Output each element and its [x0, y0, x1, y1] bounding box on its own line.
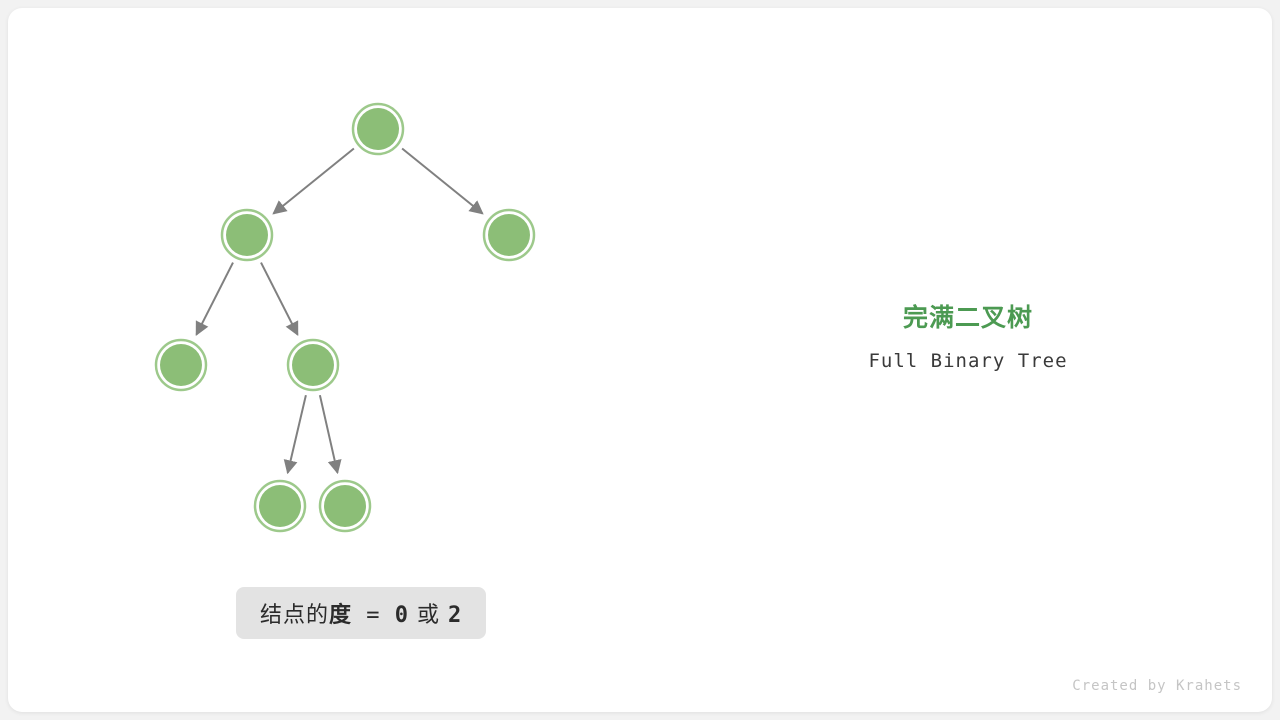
footer-credit: Created by Krahets	[1072, 678, 1242, 694]
tree-node	[160, 344, 202, 386]
tree-edge	[401, 147, 484, 215]
tree-node-ring	[253, 479, 307, 533]
slide-card	[8, 8, 1272, 712]
node-degree-caption: 结点的度 = 0 或 2	[236, 587, 487, 639]
tree-node	[226, 214, 268, 256]
title-english: Full Binary Tree	[868, 350, 1068, 372]
caption-segment: 结点的	[260, 603, 330, 628]
tree-node-ring	[318, 479, 372, 533]
title-chinese: 完满二叉树	[902, 303, 1033, 332]
caption-segment: 或	[409, 603, 449, 628]
tree-edge	[318, 394, 342, 475]
tree-node-ring	[220, 208, 274, 262]
title-block: 完满二叉树 Full Binary Tree	[818, 298, 1118, 372]
tree-node	[324, 485, 366, 527]
tree-node	[259, 485, 301, 527]
tree-edge	[260, 262, 299, 336]
caption-segment: 度	[329, 603, 353, 628]
tree-node-ring	[286, 338, 340, 392]
tree-edges	[195, 147, 484, 475]
tree-node	[488, 214, 530, 256]
tree-edge	[195, 262, 234, 336]
tree-node	[292, 344, 334, 386]
caption-segment: =	[352, 603, 395, 628]
caption-segment: 0	[394, 603, 410, 628]
tree-edge	[283, 394, 307, 475]
tree-node-ring	[482, 208, 536, 262]
tree-edge	[272, 147, 355, 215]
tree-nodes	[154, 102, 536, 533]
caption-segment: 2	[448, 603, 463, 628]
tree-node-ring	[154, 338, 208, 392]
tree-node	[357, 108, 399, 150]
tree-node-ring	[351, 102, 405, 156]
